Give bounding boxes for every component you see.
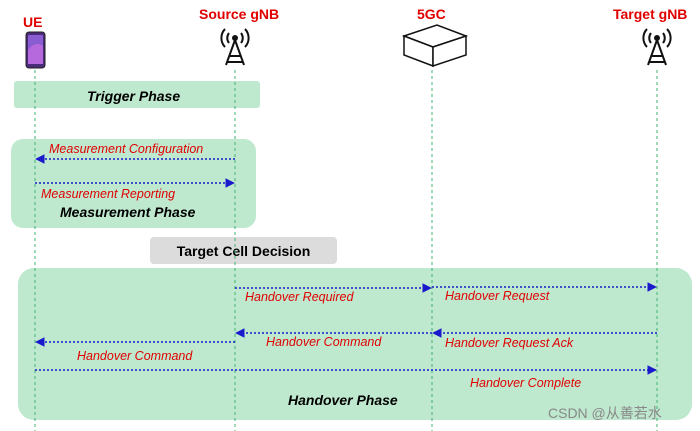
handover-required-label: Handover Required xyxy=(245,290,354,304)
ue-label: UE xyxy=(23,14,43,30)
handover-complete-label: Handover Complete xyxy=(470,376,582,390)
handover-phase-box xyxy=(18,268,692,420)
handover-phase-title: Handover Phase xyxy=(288,392,398,408)
handover-command-ue-label: Handover Command xyxy=(77,349,193,363)
measurement-phase-title: Measurement Phase xyxy=(60,204,196,220)
trigger-phase-box xyxy=(14,81,260,108)
core-label: 5GC xyxy=(417,6,446,22)
handover-command-core-label: Handover Command xyxy=(266,335,382,349)
server-box-icon xyxy=(401,24,469,68)
measurement-configuration-label: Measurement Configuration xyxy=(49,142,204,156)
cell-tower-icon xyxy=(642,28,672,66)
source-gnb-label: Source gNB xyxy=(199,6,280,22)
target-cell-decision-box: Target Cell Decision xyxy=(150,237,337,264)
trigger-phase-title: Trigger Phase xyxy=(87,88,181,104)
target-gnb-label: Target gNB xyxy=(613,6,688,22)
handover-request-label: Handover Request xyxy=(445,289,550,303)
watermark-text: CSDN @从善若水 xyxy=(548,405,662,421)
smartphone-icon xyxy=(25,31,46,69)
cell-tower-icon xyxy=(220,28,250,66)
measurement-reporting-label: Measurement Reporting xyxy=(41,187,176,201)
handover-request-ack-label: Handover Request Ack xyxy=(445,336,574,350)
